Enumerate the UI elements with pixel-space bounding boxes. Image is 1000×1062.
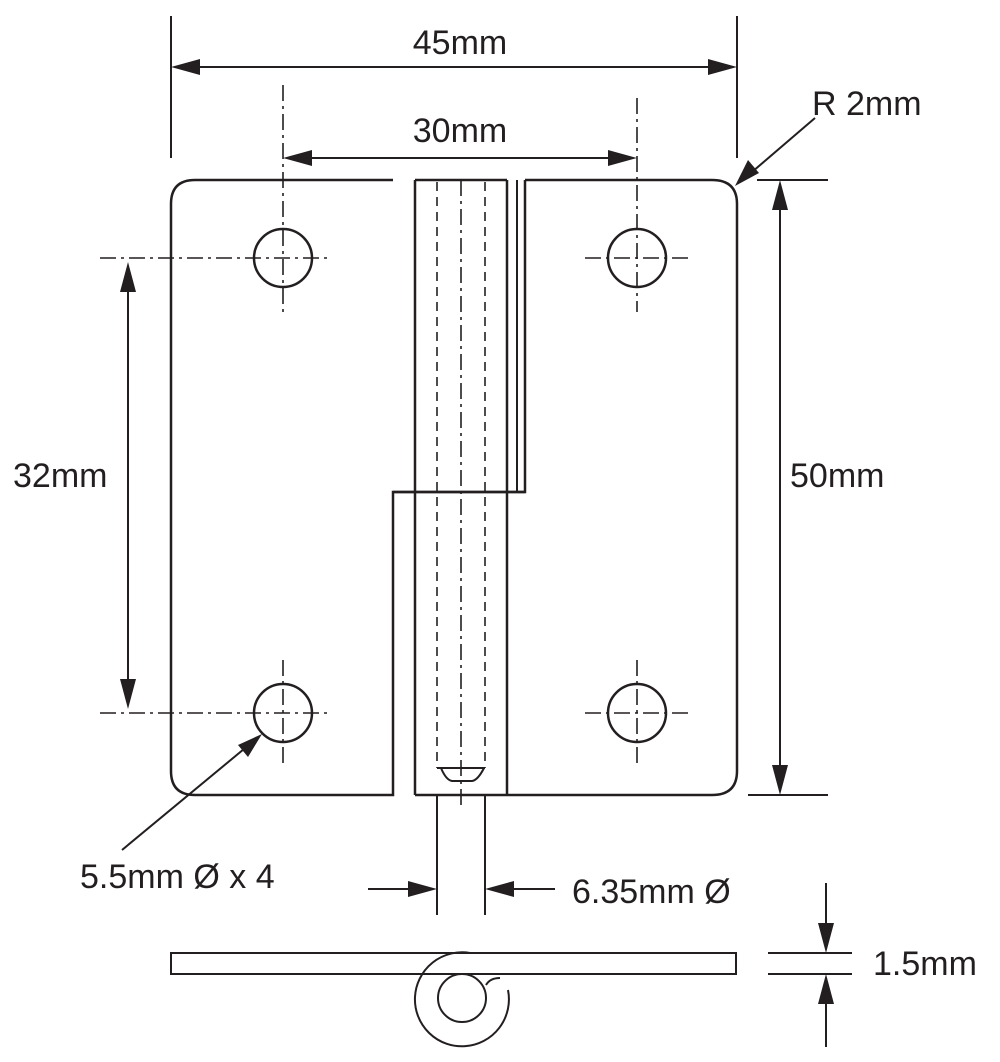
hole-spacing-horizontal-label: 30mm	[413, 112, 507, 150]
overall-height-label: 50mm	[790, 457, 884, 495]
arrowhead-top	[772, 180, 788, 210]
arrowhead-left	[408, 881, 437, 897]
pin-diameter-label: 6.35mm Ø	[572, 873, 731, 911]
side-view-knuckle-inner	[485, 977, 501, 986]
dim-overall-height: 50mm	[748, 179, 884, 796]
arrowhead	[735, 160, 759, 186]
arrowhead-right	[485, 881, 514, 897]
right-leaf-outline	[507, 178, 739, 797]
side-view-pin	[437, 973, 487, 1023]
dim-pin-diameter: 6.35mm Ø	[368, 873, 731, 911]
side-view-leaf	[170, 952, 737, 975]
dim-overall-width: 45mm	[170, 16, 738, 158]
hinge-front-view	[169, 178, 739, 915]
hinge-side-view	[170, 951, 737, 1048]
arrowhead-left	[283, 150, 312, 166]
arrowhead-left	[171, 59, 200, 75]
arrowhead-bottom	[120, 679, 136, 709]
dim-hole-diameter: 5.5mm Ø x 4	[80, 734, 275, 896]
dim-leaf-thickness: 1.5mm	[768, 883, 977, 1047]
hole-spacing-vertical-label: 32mm	[13, 457, 107, 495]
mounting-holes	[100, 85, 690, 768]
left-leaf-outline	[169, 178, 527, 797]
arrowhead-down	[818, 923, 834, 953]
pin-head	[437, 767, 485, 782]
arrowhead-top	[120, 262, 136, 292]
corner-radius-label: R 2mm	[812, 85, 922, 123]
arrowhead-bottom	[772, 765, 788, 795]
overall-width-label: 45mm	[413, 24, 507, 62]
side-view-knuckle-outer	[413, 951, 510, 1048]
dim-hole-spacing-vertical: 32mm	[13, 262, 136, 709]
leaf-thickness-label: 1.5mm	[873, 945, 977, 983]
dim-corner-radius: R 2mm	[735, 85, 922, 186]
arrowhead-right	[608, 150, 637, 166]
dim-hole-spacing-horizontal: 30mm	[283, 112, 637, 166]
arrowhead	[238, 734, 262, 757]
hole-diameter-label: 5.5mm Ø x 4	[80, 858, 275, 896]
arrowhead-up	[818, 974, 834, 1004]
arrowhead-right	[708, 59, 737, 75]
